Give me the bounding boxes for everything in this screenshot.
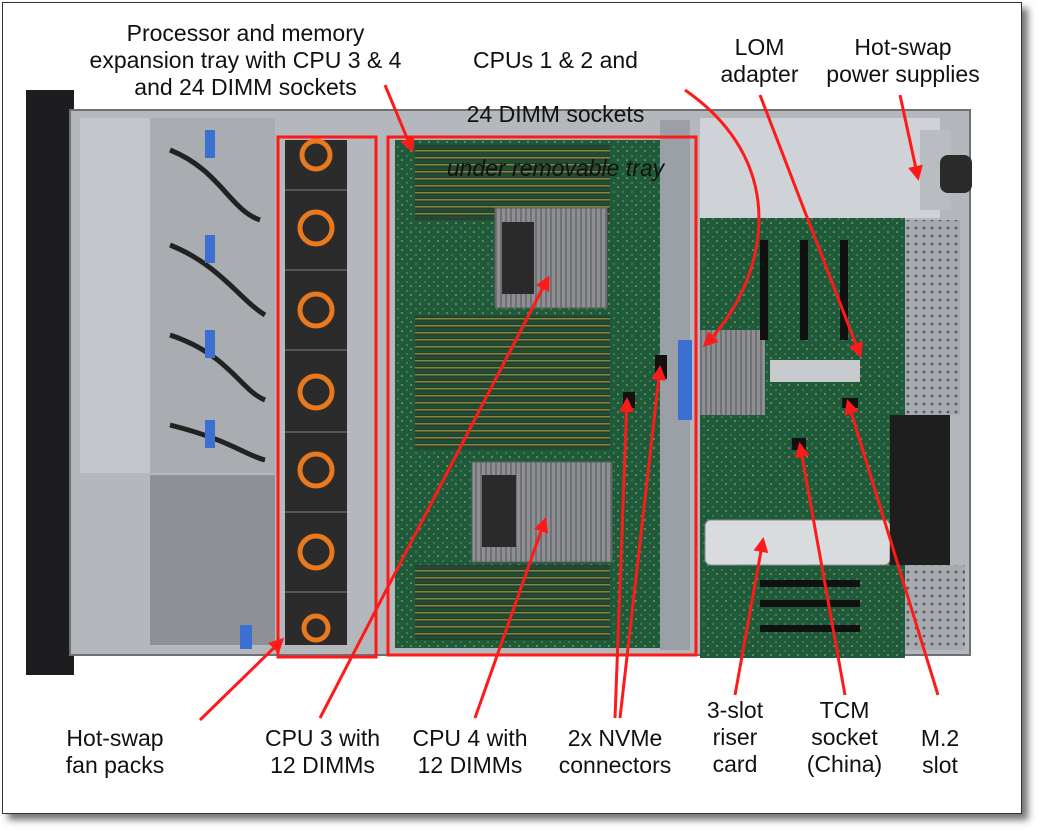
highlight-boxes [276,135,698,659]
arrow-fan-packs [198,637,285,722]
arrow-cpu4 [473,517,549,719]
label-psu: Hot-swap power supplies [826,34,980,87]
arrow-lom [758,94,863,358]
label-riser: 3-slot riser card [706,697,764,777]
label-cpu3: CPU 3 with 12 DIMMs [264,725,381,778]
arrow-riser [733,537,769,696]
fan-pack-icon [285,138,347,645]
arrow-cpus12 [684,88,761,348]
arrow-psu [898,94,923,181]
arrow-nvme-2 [618,365,667,719]
backplane-cables [169,130,267,649]
label-lom: LOM adapter [720,34,799,87]
label-cpus12-line1: CPUs 1 & 2 and [473,47,638,73]
arrow-m2 [844,399,940,696]
arrow-proc-tray [383,84,415,153]
label-tcm: TCM socket (China) [806,697,883,777]
label-m2: M.2 slot [920,725,960,778]
label-cpus12-line2: 24 DIMM sockets [466,101,645,127]
label-nvme: 2x NVMe connectors [558,725,672,778]
callout-arrows [198,84,940,722]
label-cpus12-line3: under removable tray [446,155,665,181]
cpu-heatsink-icon [471,207,613,563]
rear-system-board [700,218,950,658]
label-proc-tray: Processor and memory expansion tray with… [89,20,402,100]
arrow-cpu3 [318,275,550,719]
label-fan-packs: Hot-swap fan packs [65,725,165,778]
arrow-nvme-1 [613,397,635,719]
arrow-tcm [794,442,847,696]
fan-packs-box [276,135,378,659]
label-cpu4: CPU 4 with 12 DIMMs [412,725,528,778]
label-cpus12: CPUs 1 & 2 and 24 DIMM sockets under rem… [418,20,693,209]
tray-box [386,135,698,657]
